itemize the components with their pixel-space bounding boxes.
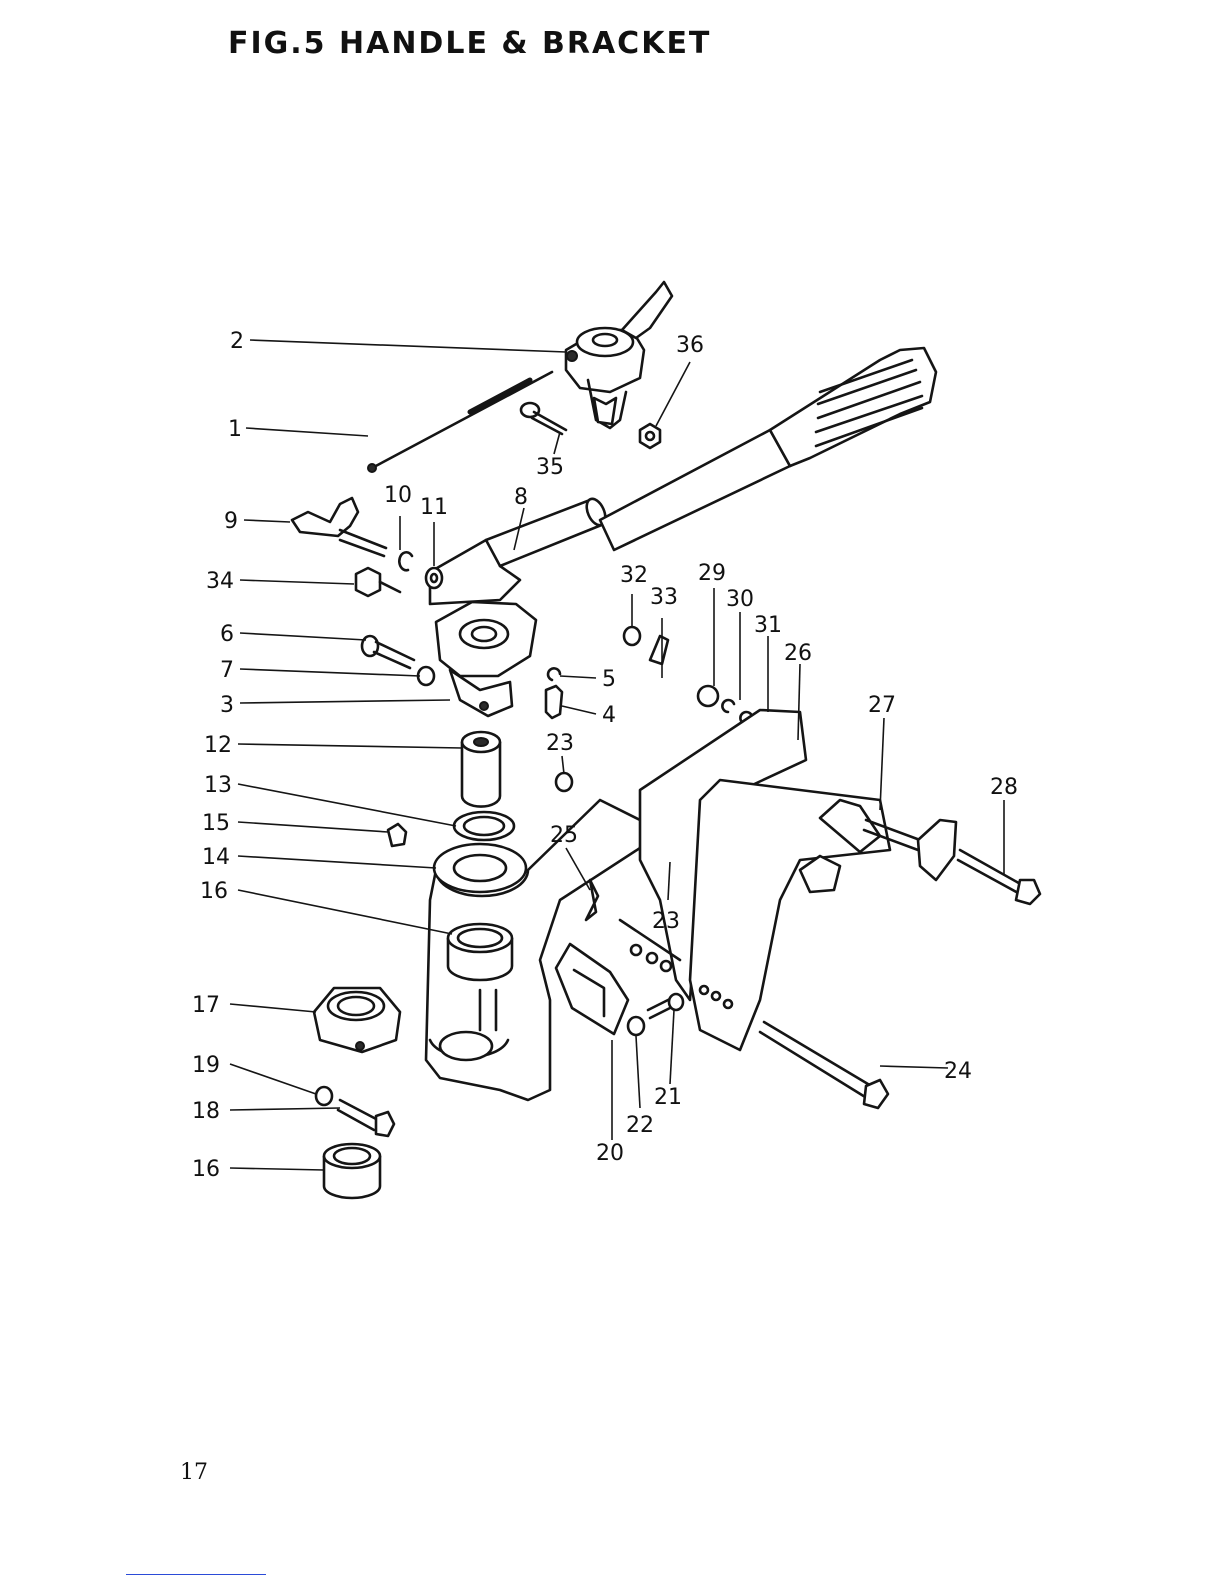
part-handle-bracket <box>436 602 536 716</box>
callout-28: 28 <box>990 775 1018 800</box>
callout-9: 9 <box>224 509 238 534</box>
part-washer-19 <box>316 1087 332 1105</box>
callout-11: 11 <box>420 495 448 520</box>
part-bolt-28 <box>958 850 1040 904</box>
callout-2: 2 <box>230 329 244 354</box>
part-clip-10 <box>399 552 412 570</box>
part-bolt-21 <box>648 994 683 1018</box>
callout-4: 4 <box>602 703 616 728</box>
part-bolt-6 <box>362 636 414 668</box>
part-bolt-4 <box>546 686 562 718</box>
callout-18: 18 <box>192 1099 220 1124</box>
callout-13: 13 <box>204 773 232 798</box>
callout-27: 27 <box>868 693 896 718</box>
callout-14: 14 <box>202 845 230 870</box>
callout-10: 10 <box>384 483 412 508</box>
part-washer-23a <box>556 773 572 791</box>
callout-25: 25 <box>550 823 578 848</box>
callout-29: 29 <box>698 561 726 586</box>
callout-31: 31 <box>754 613 782 638</box>
callout-34: 34 <box>206 569 234 594</box>
callout-36: 36 <box>676 333 704 358</box>
part-bushing-12 <box>462 732 500 807</box>
part-tiller-handle <box>430 348 936 604</box>
part-nut-36 <box>640 424 660 448</box>
callout-21: 21 <box>654 1085 682 1110</box>
part-throttle-rod <box>368 372 552 472</box>
callout-15: 15 <box>202 811 230 836</box>
callout-6: 6 <box>220 622 234 647</box>
part-collar-34 <box>356 568 400 596</box>
part-clamp-17 <box>314 988 400 1052</box>
callout-35: 35 <box>536 455 564 480</box>
part-clip-5 <box>548 668 560 680</box>
callout-3: 3 <box>220 693 234 718</box>
callout-23a: 23 <box>546 731 574 756</box>
callout-30: 30 <box>726 587 754 612</box>
callout-17: 17 <box>192 993 220 1018</box>
callout-numbers: 1 2 3 4 5 6 7 8 9 10 11 12 13 14 15 16 1… <box>192 329 1018 1182</box>
part-bolt-35 <box>521 403 566 434</box>
page-number: 17 <box>180 1460 208 1485</box>
callout-26: 26 <box>784 641 812 666</box>
callout-22: 22 <box>626 1113 654 1138</box>
part-bushing-16a <box>448 924 512 980</box>
part-stern-bracket <box>620 710 890 1050</box>
callout-16b: 16 <box>192 1157 220 1182</box>
part-washer-22 <box>628 1017 644 1035</box>
callout-24: 24 <box>944 1059 972 1084</box>
footer-rule <box>126 1574 266 1575</box>
callout-16a: 16 <box>200 879 228 904</box>
part-washer-11 <box>426 568 442 588</box>
part-plate-20 <box>556 944 628 1034</box>
part-tilt-pin-24 <box>760 1022 888 1108</box>
callout-20: 20 <box>596 1141 624 1166</box>
part-washer-7 <box>418 667 434 685</box>
callout-23b: 23 <box>652 909 680 934</box>
callout-8: 8 <box>514 485 528 510</box>
callout-1: 1 <box>228 417 242 442</box>
part-cotter-pin-33 <box>650 636 668 664</box>
callout-19: 19 <box>192 1053 220 1078</box>
part-throttle-pulley <box>566 282 672 428</box>
part-collar-29 <box>698 686 718 706</box>
callout-32: 32 <box>620 563 648 588</box>
part-bolt-18 <box>338 1100 394 1136</box>
part-bushing-16b <box>324 1144 380 1198</box>
part-clip-30 <box>722 700 734 712</box>
callout-5: 5 <box>602 667 616 692</box>
part-washer-32 <box>624 627 640 645</box>
callout-33: 33 <box>650 585 678 610</box>
callout-12: 12 <box>204 733 232 758</box>
part-wing-bolt <box>292 498 386 556</box>
part-plug-15 <box>388 824 406 846</box>
callout-7: 7 <box>220 658 234 683</box>
part-washer-13 <box>454 812 514 840</box>
